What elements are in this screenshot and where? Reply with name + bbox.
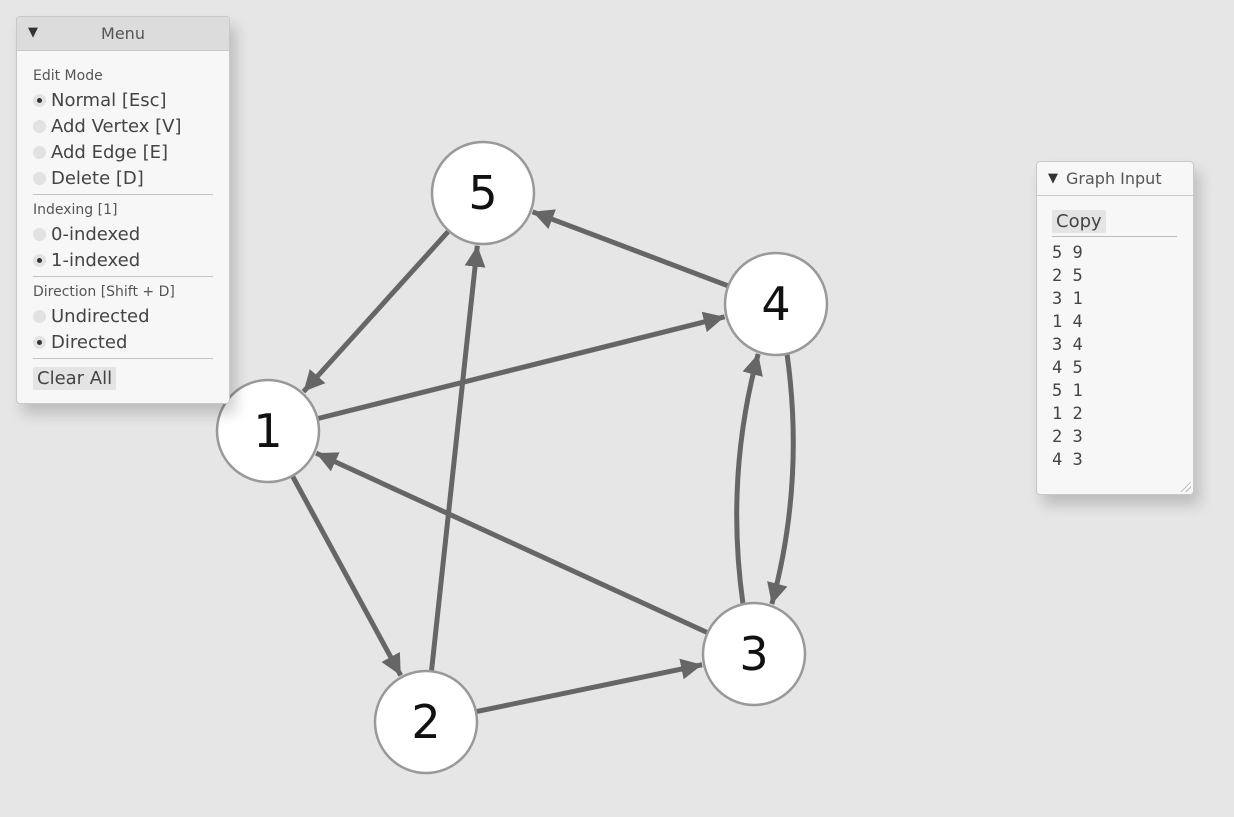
vertex-label: 3 xyxy=(739,627,768,681)
radio-label: Add Vertex [V] xyxy=(51,115,182,137)
divider xyxy=(33,194,213,195)
menu-header[interactable]: ▼ Menu xyxy=(17,17,229,51)
graph-input-panel: ▼ Graph Input Copy 5 9 2 5 3 1 1 4 3 4 4… xyxy=(1036,161,1194,495)
edge-5-1[interactable] xyxy=(301,229,451,394)
radio-icon[interactable] xyxy=(33,253,46,267)
divider xyxy=(33,358,213,359)
vertex-1[interactable]: 1 xyxy=(215,378,321,484)
indexing-label: Indexing [1] xyxy=(33,202,118,218)
edge-2-5[interactable] xyxy=(428,245,486,672)
radio-label: Delete [D] xyxy=(51,167,144,189)
vertex-3[interactable]: 3 xyxy=(701,601,807,707)
radio-icon[interactable] xyxy=(33,93,46,107)
vertex-circle[interactable] xyxy=(723,251,829,357)
vertex-circle[interactable] xyxy=(215,378,321,484)
edit-mode-label: Edit Mode xyxy=(33,68,103,84)
radio-1-indexed[interactable]: 1-indexed xyxy=(33,247,213,273)
radio-label: Add Edge [E] xyxy=(51,141,169,163)
menu-title: Menu xyxy=(101,24,145,43)
radio-normal[interactable]: Normal [Esc] xyxy=(33,87,213,113)
radio-icon[interactable] xyxy=(33,171,46,185)
vertex-2[interactable]: 2 xyxy=(373,669,479,775)
vertex-circle[interactable] xyxy=(430,140,536,246)
vertex-5[interactable]: 5 xyxy=(430,140,536,246)
vertex-circle[interactable] xyxy=(373,669,479,775)
edge-4-3[interactable] xyxy=(767,353,796,605)
radio-label: Directed xyxy=(51,331,128,353)
clear-all-button[interactable]: Clear All xyxy=(33,367,117,390)
radio-label: Normal [Esc] xyxy=(51,89,167,111)
radio-delete[interactable]: Delete [D] xyxy=(33,165,213,191)
graph-input-title: Graph Input xyxy=(1066,169,1162,188)
radio-icon[interactable] xyxy=(33,145,46,159)
vertex-label: 5 xyxy=(468,166,497,220)
menu-body: Edit Mode Normal [Esc] Add Vertex [V] Ad… xyxy=(17,51,229,390)
direction-label: Direction [Shift + D] xyxy=(33,284,175,300)
vertex-label: 1 xyxy=(253,404,282,458)
radio-add-vertex[interactable]: Add Vertex [V] xyxy=(33,113,213,139)
vertex-label: 4 xyxy=(761,277,790,331)
radio-icon[interactable] xyxy=(33,227,46,241)
edge-3-1[interactable] xyxy=(315,450,709,636)
edge-2-3[interactable] xyxy=(475,658,703,715)
radio-icon[interactable] xyxy=(33,309,46,323)
graph-input-header[interactable]: ▼ Graph Input xyxy=(1037,162,1193,196)
graph-input-textarea[interactable]: 5 9 2 5 3 1 1 4 3 4 4 5 5 1 1 2 2 3 4 3 xyxy=(1052,243,1083,470)
triangle-down-icon[interactable]: ▼ xyxy=(1048,171,1058,186)
vertex-circle[interactable] xyxy=(701,601,807,707)
divider xyxy=(33,276,213,277)
radio-add-edge[interactable]: Add Edge [E] xyxy=(33,139,213,165)
graph-input-body: Copy 5 9 2 5 3 1 1 4 3 4 4 5 5 1 1 2 2 3… xyxy=(1037,196,1193,472)
radio-directed[interactable]: Directed xyxy=(33,329,213,355)
edges-layer xyxy=(290,209,796,715)
vertex-label: 2 xyxy=(411,695,440,749)
radio-label: 0-indexed xyxy=(51,223,141,245)
triangle-down-icon[interactable]: ▼ xyxy=(28,25,38,40)
nodes-layer: 1 2 3 4 5 xyxy=(215,140,829,775)
edge-1-2[interactable] xyxy=(290,474,403,677)
vertex-4[interactable]: 4 xyxy=(723,251,829,357)
edge-3-4[interactable] xyxy=(734,353,763,605)
edge-1-4[interactable] xyxy=(316,311,726,422)
menu-panel: ▼ Menu Edit Mode Normal [Esc] Add Vertex… xyxy=(16,16,230,404)
edge-4-5[interactable] xyxy=(531,209,730,289)
radio-label: 1-indexed xyxy=(51,249,141,271)
radio-label: Undirected xyxy=(51,305,150,327)
divider xyxy=(1052,236,1177,237)
radio-icon[interactable] xyxy=(33,119,46,133)
radio-icon[interactable] xyxy=(33,335,46,349)
resize-handle-icon[interactable] xyxy=(1181,482,1191,492)
radio-0-indexed[interactable]: 0-indexed xyxy=(33,221,213,247)
radio-undirected[interactable]: Undirected xyxy=(33,303,213,329)
copy-button[interactable]: Copy xyxy=(1052,210,1106,233)
